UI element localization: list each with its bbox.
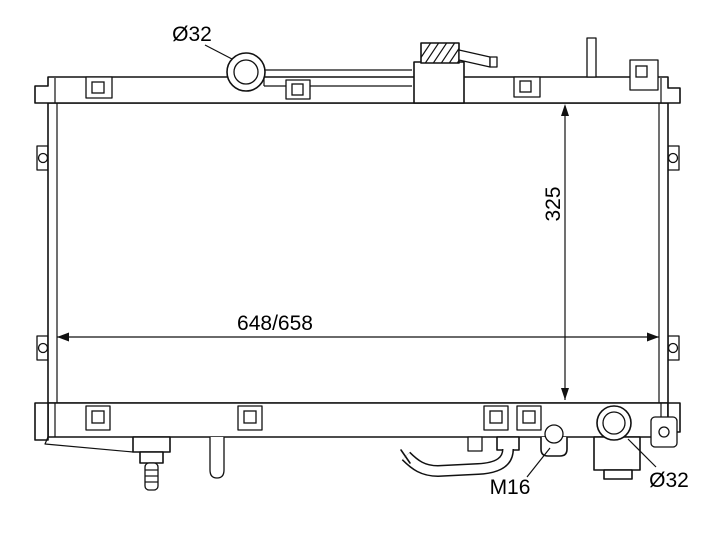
pipe-open-end — [400, 449, 411, 464]
outlet-pipe-assembly — [593, 405, 641, 480]
mounting-bracket-bottom-2 — [237, 405, 263, 431]
mounting-bracket-top-4 — [629, 59, 659, 91]
label-outlet-diameter: Ø32 — [649, 469, 689, 492]
side-bracket-left-upper — [36, 145, 49, 171]
outlet-bracket-foot — [603, 469, 633, 480]
cap-housing — [413, 61, 465, 104]
outlet-diameter-callout: Ø32 — [627, 438, 689, 492]
side-bracket-right-lower — [667, 335, 680, 361]
filler-diameter-callout: Ø32 — [172, 23, 233, 60]
dimension-arrow-down — [561, 388, 569, 400]
side-bracket-left-lower — [36, 335, 49, 361]
mounting-bracket-bottom-3 — [483, 405, 509, 431]
width-dimension: 648/658 — [57, 312, 659, 342]
drain-plug-callout: M16 — [490, 447, 551, 499]
height-dimension: 325 — [542, 104, 569, 400]
mounting-bracket-top-1 — [85, 76, 113, 99]
mounting-bracket-bottom-4 — [516, 405, 542, 431]
bottom-stub — [467, 436, 483, 452]
leader-line-outlet — [627, 438, 657, 468]
filler-neck — [226, 52, 266, 92]
leader-line-drain — [526, 447, 551, 478]
label-core-height: 325 — [542, 186, 565, 221]
radiator-core — [47, 102, 669, 404]
bottom-right-tab — [650, 416, 678, 448]
mounting-bracket-bottom-1 — [85, 405, 111, 431]
label-drain-thread: M16 — [490, 476, 531, 499]
filler-cap-hatch — [421, 43, 459, 63]
bottom-left-contour — [44, 436, 134, 453]
overflow-nipple-tip — [489, 56, 498, 68]
leader-line-filler — [204, 44, 233, 60]
mounting-bracket-top-3 — [513, 76, 541, 98]
dimension-arrow-right — [647, 332, 659, 342]
outlet-pipe-opening — [596, 405, 632, 441]
mounting-bracket-top-2 — [285, 79, 311, 100]
outlet-bracket — [593, 436, 641, 471]
bottom-hose-fitting — [132, 436, 171, 491]
lower-curved-pipe — [400, 436, 520, 478]
filler-cap-assembly — [413, 42, 498, 104]
bottom-tank — [34, 402, 681, 453]
locating-pin — [586, 37, 597, 78]
top-tank — [34, 37, 681, 104]
dimension-arrow-up — [561, 104, 569, 116]
overflow-tube — [209, 437, 225, 479]
side-bracket-right-upper — [667, 145, 680, 171]
label-core-width: 648/658 — [237, 312, 313, 335]
dimension-arrow-left — [57, 332, 69, 342]
label-filler-diameter: Ø32 — [172, 23, 212, 46]
